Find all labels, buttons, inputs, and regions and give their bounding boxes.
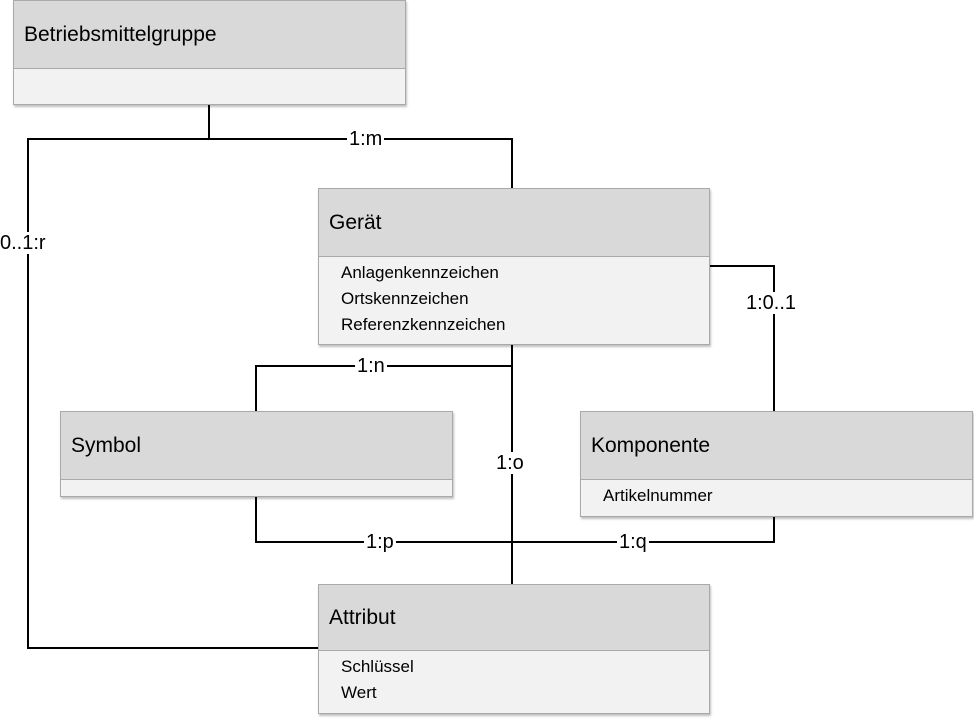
entity-attributes: Artikelnummer xyxy=(581,480,972,509)
entity-geraet: Gerät Anlagenkennzeichen Ortskennzeichen… xyxy=(318,188,710,345)
relation-label-gruppe-geraet: 1:m xyxy=(347,128,385,150)
attribute-schluessel: Schlüssel xyxy=(341,657,414,676)
relation-label-gruppe-attribut: 0..1:r xyxy=(0,232,48,254)
relation-label-geraet-symbol: 1:n xyxy=(355,355,387,377)
relation-label-komponente-attribut: 1:q xyxy=(617,531,649,553)
relation-label-geraet-komponente: 1:0..1 xyxy=(744,292,799,314)
entity-title: Betriebsmittelgruppe xyxy=(14,1,405,69)
entity-title-text: Komponente xyxy=(591,433,711,457)
attribute-wert: Wert xyxy=(341,683,377,702)
entity-title: Attribut xyxy=(319,585,709,651)
entity-title-text: Symbol xyxy=(71,433,142,457)
line-symbol-komponente xyxy=(255,496,775,543)
relation-label-symbol-attribut: 1:p xyxy=(364,531,396,553)
entity-komponente: Komponente Artikelnummer xyxy=(580,411,973,517)
entity-title: Symbol xyxy=(61,412,452,480)
entity-betriebsmittelgruppe: Betriebsmittelgruppe xyxy=(13,0,406,105)
relation-label-geraet-attribut: 1:o xyxy=(494,452,526,474)
entity-title-text: Betriebsmittelgruppe xyxy=(24,22,217,46)
line-geraet-symbol xyxy=(255,365,512,411)
entity-attributes: Schlüssel Wert xyxy=(319,651,709,706)
entity-symbol: Symbol xyxy=(60,411,453,497)
attribute-anlagenkennzeichen: Anlagenkennzeichen xyxy=(341,263,499,282)
entity-title-text: Gerät xyxy=(329,210,382,234)
line-gruppe-attribut xyxy=(27,138,318,649)
entity-attributes: Anlagenkennzeichen Ortskennzeichen Refer… xyxy=(319,257,709,338)
entity-title-text: Attribut xyxy=(329,605,396,629)
attribute-ortskennzeichen: Ortskennzeichen xyxy=(341,289,469,308)
entity-title: Komponente xyxy=(581,412,972,480)
attribute-referenzkennzeichen: Referenzkennzeichen xyxy=(341,315,506,334)
line-geraet-komponente xyxy=(709,265,775,411)
attribute-artikelnummer: Artikelnummer xyxy=(603,486,713,505)
entity-attribut: Attribut Schlüssel Wert xyxy=(318,584,710,714)
entity-title: Gerät xyxy=(319,189,709,257)
